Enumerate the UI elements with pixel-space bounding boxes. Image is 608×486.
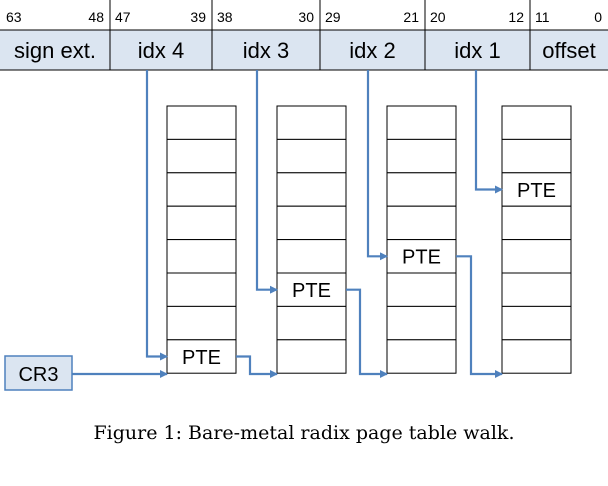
bit-high: 63 bbox=[6, 9, 22, 25]
table-entry bbox=[501, 138, 572, 174]
table-entry bbox=[501, 205, 572, 241]
table-entry bbox=[501, 239, 572, 274]
bit-high: 11 bbox=[535, 9, 550, 25]
bit-high: 38 bbox=[217, 9, 233, 25]
field-idx-3: 38 30 idx 3 bbox=[217, 9, 314, 63]
pte-entry bbox=[166, 339, 237, 374]
field-label: idx 1 bbox=[454, 38, 500, 63]
table-entry bbox=[276, 239, 347, 274]
table-entry bbox=[276, 105, 347, 140]
table-entry bbox=[166, 305, 237, 341]
idx4-arrow bbox=[145, 70, 168, 361]
table-entry bbox=[276, 339, 347, 374]
table-entry bbox=[501, 339, 572, 374]
pte3-to-table2-arrow bbox=[346, 288, 388, 378]
bit-low: 30 bbox=[298, 9, 314, 25]
table-entry bbox=[501, 105, 572, 140]
bit-high: 47 bbox=[115, 9, 131, 25]
field-idx-2: 29 21 idx 2 bbox=[325, 9, 419, 63]
table-entry bbox=[166, 138, 237, 174]
table-entry bbox=[276, 138, 347, 174]
page-table-1: PTE bbox=[501, 105, 572, 374]
bit-high: 20 bbox=[430, 9, 446, 25]
pte-entry bbox=[386, 239, 457, 274]
field-offset: 11 0 offset bbox=[535, 9, 602, 63]
table-entry bbox=[501, 305, 572, 341]
pte-entry bbox=[276, 272, 347, 307]
table-entry bbox=[386, 172, 457, 207]
page-walk-diagram: 63 48 sign ext. 47 39 idx 4 38 30 idx 3 29 21 idx 2… bbox=[0, 0, 608, 391]
table-entry bbox=[386, 105, 457, 140]
bit-high: 29 bbox=[325, 9, 341, 25]
page-table-2: PTE bbox=[386, 105, 457, 374]
cr3-register: CR3 bbox=[4, 355, 73, 391]
bit-low: 21 bbox=[403, 9, 419, 25]
idx3-arrow bbox=[255, 70, 278, 294]
bit-low: 48 bbox=[88, 9, 104, 25]
field-sign-ext-: 63 48 sign ext. bbox=[6, 9, 104, 63]
table-entry bbox=[166, 272, 237, 307]
field-idx-4: 47 39 idx 4 bbox=[115, 9, 206, 63]
table-entry bbox=[276, 305, 347, 341]
field-label: idx 2 bbox=[349, 38, 395, 63]
pte-entry bbox=[501, 172, 572, 207]
field-label: idx 3 bbox=[243, 38, 289, 63]
idx1-arrow bbox=[474, 70, 503, 194]
table-entry bbox=[166, 172, 237, 207]
pte2-to-table1-arrow bbox=[456, 255, 503, 378]
table-entry bbox=[276, 205, 347, 241]
table-entry bbox=[386, 272, 457, 307]
field-idx-1: 20 12 idx 1 bbox=[430, 9, 524, 63]
table-entry bbox=[501, 272, 572, 307]
bit-low: 39 bbox=[190, 9, 206, 25]
pte4-to-table3-arrow bbox=[236, 355, 278, 378]
table-entry bbox=[166, 105, 237, 140]
cr3-label: CR3 bbox=[18, 364, 58, 386]
page-table-4: PTE bbox=[166, 105, 237, 374]
table-entry bbox=[386, 205, 457, 241]
address-bar bbox=[0, 30, 608, 70]
pte-label: PTE bbox=[517, 180, 556, 202]
pte-label: PTE bbox=[402, 247, 441, 269]
figure-caption: Figure 1: Bare-metal radix page table wa… bbox=[93, 422, 515, 444]
field-label: offset bbox=[542, 38, 595, 63]
table-entry bbox=[166, 205, 237, 241]
table-entry bbox=[166, 239, 237, 274]
idx2-arrow bbox=[366, 70, 388, 261]
field-label: sign ext. bbox=[14, 38, 96, 63]
pte-label: PTE bbox=[292, 280, 331, 302]
table-entry bbox=[386, 138, 457, 174]
table-entry bbox=[276, 172, 347, 207]
page-table-3: PTE bbox=[276, 105, 347, 374]
table-entry bbox=[386, 339, 457, 374]
bit-low: 12 bbox=[508, 9, 524, 25]
field-label: idx 4 bbox=[138, 38, 184, 63]
bit-low: 0 bbox=[594, 9, 602, 25]
pte-label: PTE bbox=[182, 347, 221, 369]
table-entry bbox=[386, 305, 457, 341]
